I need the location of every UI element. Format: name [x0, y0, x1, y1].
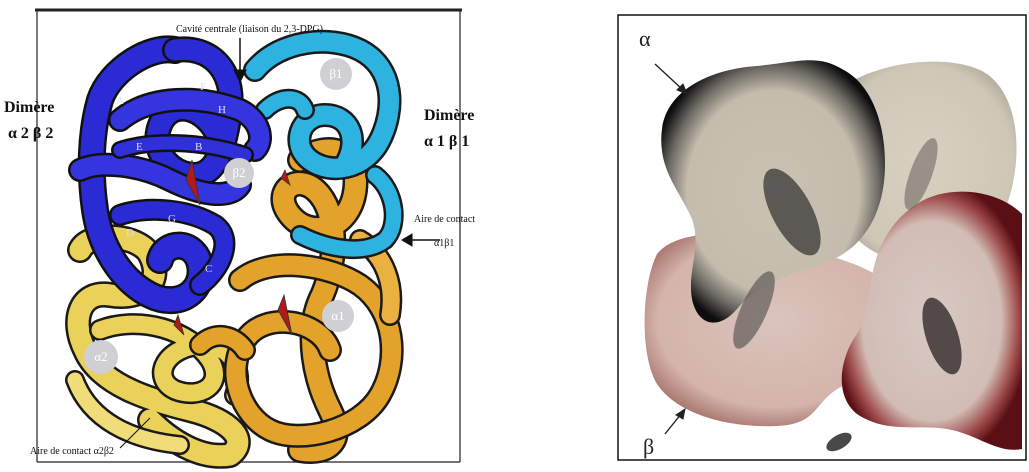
tetramer-svg: A B C D E F G H: [0, 0, 480, 472]
alpha2-label: α2: [84, 340, 118, 374]
right-dimer-subunits: α 1 β 1: [424, 130, 469, 154]
alpha1-label: α1: [322, 300, 354, 332]
central-cavity-label: Cavité centrale (liaison du 2,3-DPG): [176, 24, 323, 36]
surface-svg: [617, 14, 1029, 462]
beta-label: β: [643, 434, 654, 460]
helix-letter: F: [200, 81, 206, 93]
left-dimer-title: Dimère: [4, 96, 54, 120]
contact-a1b1-arrowhead: [402, 234, 412, 246]
helix-letter: G: [168, 213, 176, 225]
beta2-label: β2: [224, 158, 254, 188]
helix-letter: B: [195, 141, 202, 153]
beta1-label: β1: [320, 58, 352, 90]
right-dimer-title: Dimère: [424, 104, 474, 128]
helix-letter: A: [116, 95, 124, 107]
left-dimer-subunits: α 2 β 2: [8, 122, 53, 146]
contact-a1b1-line2: α1β1: [434, 238, 454, 250]
alpha-label: α: [639, 26, 651, 52]
helix-letter: D: [126, 227, 134, 239]
contact-a2b2-label: Aire de contact α2β2: [30, 446, 114, 458]
contact-a1b1-line1: Aire de contact: [414, 214, 475, 226]
subunit-surface-diagram: α β: [617, 14, 1029, 462]
helix-letter: E: [136, 141, 143, 153]
helix-letter: C: [205, 263, 212, 275]
helix-letter: H: [218, 104, 226, 116]
hemoglobin-tetramer-diagram: A B C D E F G H β1 β2 α1 α2 Cavité centr…: [0, 0, 480, 472]
